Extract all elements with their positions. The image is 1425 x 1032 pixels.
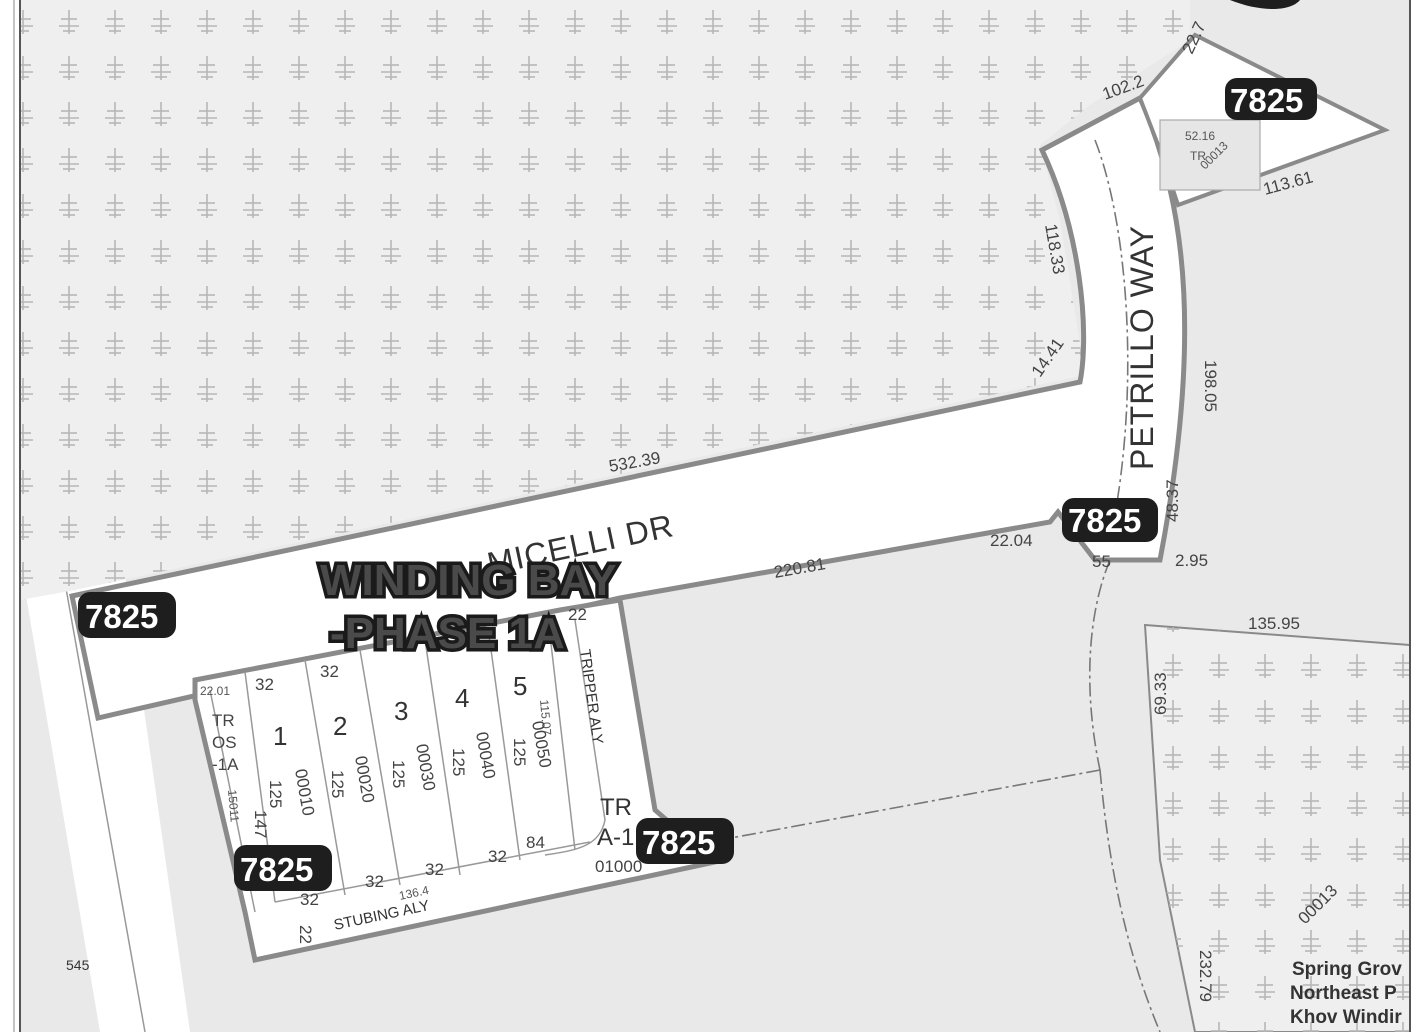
dim-2-95: 2.95 [1175,551,1208,570]
dim-lot-bottom-3: 32 [488,847,507,866]
legend-line-1: Spring Grov [1292,959,1402,980]
tract-ne-label: TR [1190,149,1206,163]
svg-text:7825: 7825 [642,824,715,861]
dim-135: 135.95 [1248,614,1300,633]
dim-198: 198.05 [1201,360,1220,412]
lot-number-5[interactable]: 5 [513,671,527,701]
dim-22-01: 22.01 [200,684,230,698]
dim-125-lot4: 125 [449,748,468,776]
svg-text:7825: 7825 [1230,82,1303,119]
map-id-badge[interactable]: 7825 [636,818,734,864]
tract-os-id: 15011 [225,789,242,823]
map-id-badge[interactable]: 7825 [234,845,332,891]
svg-text:7825: 7825 [1068,502,1141,539]
map-id-badge[interactable]: 7825 [78,592,176,638]
dim-125-lot2: 125 [328,770,347,798]
tract-a1-line1: TR [600,794,632,821]
svg-text:7825: 7825 [240,851,313,888]
lot-number-3[interactable]: 3 [394,696,408,726]
lot-number-1[interactable]: 1 [273,721,287,751]
northeast-small-tract [1159,119,1261,191]
dim-125-lot1: 125 [266,780,285,808]
lot-number-4[interactable]: 4 [455,683,469,713]
dim-147: 147 [251,810,270,838]
legend-line-2: Northeast P [1290,983,1397,1004]
dim-lot-bottom-1: 32 [365,872,384,891]
dim-lot-bottom-2: 32 [425,860,444,879]
svg-text:7825: 7825 [85,598,158,635]
dim-69: 69.33 [1151,672,1170,715]
dim-22-bottom: 22 [296,925,315,944]
tract-os-line1: TR [212,711,235,730]
legend-line-3: Khov Windir [1290,1007,1402,1028]
tract-a1-id: 01000 [595,857,642,876]
dim-lot-top-2: 32 [320,662,339,681]
dim-22-top: 22 [568,605,587,624]
map-id-badge[interactable]: 7825 [1225,78,1317,120]
dim-48: 48.37 [1163,479,1182,522]
dim-lot-bottom-4: 32 [300,890,319,909]
dim-232: 232.79 [1196,950,1215,1002]
lot-number-2[interactable]: 2 [333,711,347,741]
tract-a1-line2: A-1 [597,824,634,851]
lot-lines [209,617,606,913]
dim-125-lot3: 125 [389,760,408,788]
tract-os-line2: OS [212,733,237,752]
street-label-petrillo-way: PETRILLO WAY [1124,225,1160,470]
dim-55: 55 [1092,552,1111,571]
tree-pattern-north [20,0,1190,600]
dim-125-lot5: 125 [510,738,529,766]
corner-mark [1230,0,1300,9]
dashed-lines [719,139,1161,1032]
tract-ne-dim: 52.16 [1185,129,1215,143]
dim-115: 115.07 [537,699,554,736]
dim-lot-top-1: 32 [255,675,274,694]
dim-136: 136.4 [398,883,431,903]
tract-os-line3: -1A [212,755,239,774]
map-id-badge[interactable]: 7825 [1062,498,1158,542]
subdivision-name-line1: WINDING BAY [320,556,617,605]
dim-84: 84 [526,833,545,852]
dim-22-04: 22.04 [990,531,1033,550]
tree-pattern-southeast [1145,625,1410,1032]
subdivision-name-line2: -PHASE 1A [330,609,565,658]
page-number: 545 [66,957,90,973]
